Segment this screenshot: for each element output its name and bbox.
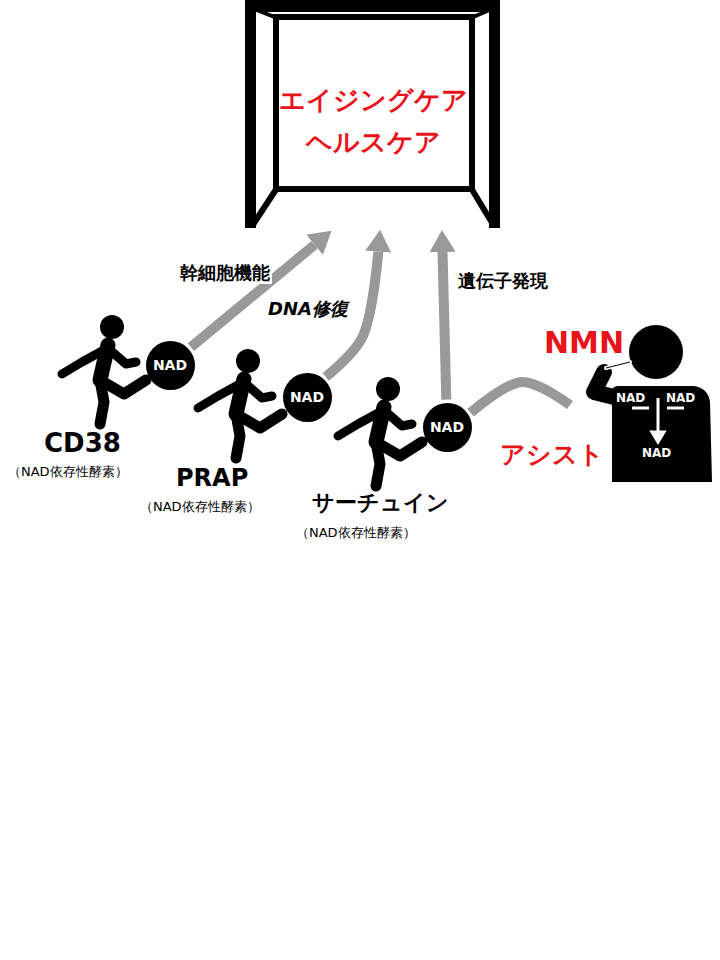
goal-net-side <box>471 8 494 18</box>
goal-text: エイジングケア ヘルスケア <box>277 80 469 163</box>
enzyme-name: PRAP <box>176 464 248 493</box>
conversion-arrowhead <box>652 432 664 442</box>
goal-post <box>489 0 500 228</box>
nad-body-label: NAD <box>642 446 671 460</box>
goal-net-side <box>471 188 494 226</box>
enzyme-note: （NAD依存性酵素） <box>140 499 260 515</box>
enzyme-name: CD38 <box>44 428 121 459</box>
person-body <box>612 386 712 482</box>
effect-arrow <box>443 252 447 400</box>
person-head <box>629 325 683 379</box>
nad-ball: NAD <box>423 403 472 452</box>
nad-ball: NAD <box>283 373 332 422</box>
conversion-arrow <box>657 398 660 436</box>
nad-body-label: NAD <box>616 391 645 405</box>
kicker-figure <box>62 315 146 424</box>
enzyme-note: （NAD依存性酵素） <box>296 525 416 541</box>
ball-text: NAD <box>430 419 464 435</box>
kicker-figure <box>198 349 282 458</box>
nad-body-label: NAD <box>666 391 695 405</box>
conversion-arrow <box>632 407 649 410</box>
person-arm <box>594 372 618 398</box>
edge-label: アシスト <box>498 440 606 470</box>
edge-label: 幹細胞機能 <box>178 262 272 284</box>
goal-net-side <box>252 8 277 18</box>
nad-ball: NAD <box>146 341 195 390</box>
conversion-arrow <box>667 407 684 410</box>
drink-bottle <box>606 362 630 368</box>
effect-arrow <box>191 245 315 347</box>
goal-post <box>245 0 256 228</box>
enzyme-note: （NAD依存性酵素） <box>8 464 128 480</box>
kicker-figure <box>338 377 422 486</box>
goal-frame <box>245 0 500 228</box>
goal-box: エイジングケア ヘルスケア <box>245 0 500 228</box>
nmn-heading: NMN <box>544 325 624 360</box>
assist-curve <box>471 382 570 413</box>
goal-crossbar <box>245 0 500 12</box>
goal-net-back <box>276 17 472 189</box>
edge-label: 遺伝子発現 <box>456 270 550 292</box>
enzyme-name: サーチュイン <box>312 490 449 516</box>
edge-label: DNA修復 <box>266 298 350 320</box>
goal-net-side <box>252 188 277 226</box>
ball-text: NAD <box>153 357 187 373</box>
ball-text: NAD <box>290 389 324 405</box>
drink-bottle-edge <box>606 362 630 368</box>
